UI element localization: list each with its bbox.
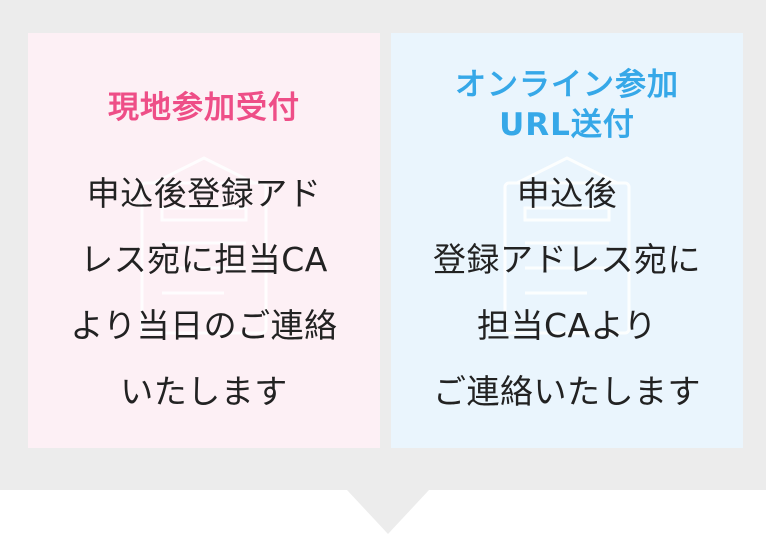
onsite-card-title: 現地参加受付 xyxy=(108,90,300,126)
online-card-description: 申込後 登録アドレス宛に 担当CAより ご連絡いたします xyxy=(433,174,701,411)
online-participation-card: オンライン参加 URL送付 申込後 登録アドレス宛に 担当CAより ご連絡いたし… xyxy=(391,33,743,448)
online-card-title: オンライン参加 URL送付 xyxy=(455,67,679,143)
onsite-participation-card: 現地参加受付 申込後登録アド レス宛に担当CA より当日のご連絡 いたします xyxy=(28,33,380,448)
document-icon xyxy=(503,156,631,335)
document-icon xyxy=(140,156,268,335)
down-triangle-icon xyxy=(347,490,429,534)
onsite-card-description: 申込後登録アド レス宛に担当CA より当日のご連絡 いたします xyxy=(70,174,338,411)
